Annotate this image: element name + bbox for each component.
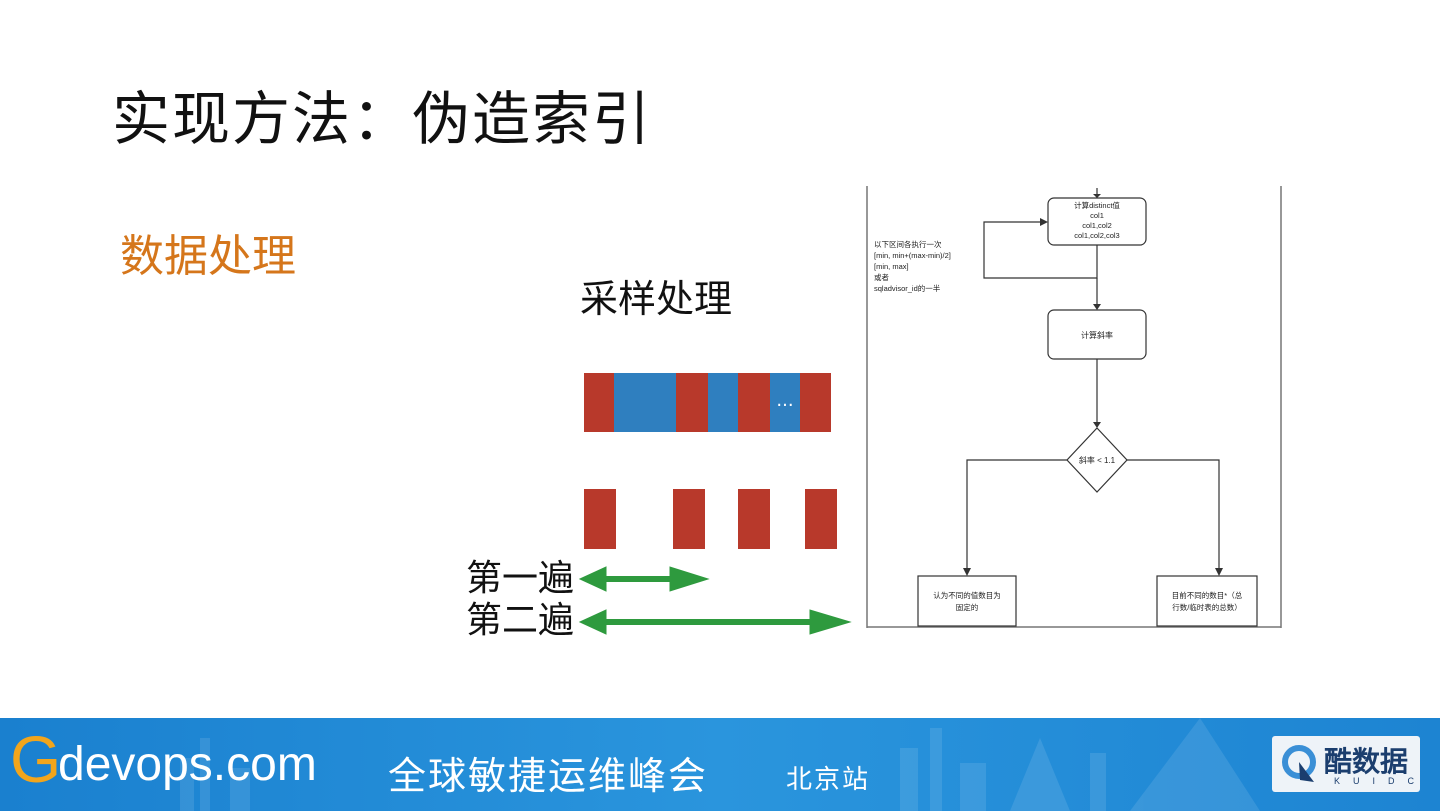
strip-segment-red [676, 373, 708, 432]
distinct-box-line: col1,col2 [1082, 221, 1112, 230]
pass-arrows [578, 566, 852, 635]
estimate-box [1156, 575, 1258, 627]
distinct-box-line: 计算distinct值 [1074, 200, 1120, 210]
second-pass-arrow [578, 609, 852, 635]
second-pass-label: 第二遍 [466, 600, 575, 641]
decision-diamond [1066, 427, 1128, 493]
strip-segment-red [738, 373, 770, 432]
fixed-count-line: 认为不同的值数目为 [933, 590, 1001, 600]
strip-ellipsis: ... [776, 390, 794, 411]
sampled-block [738, 489, 770, 549]
loop-note-line: sqladvisor_id的一半 [874, 283, 941, 293]
strip-segment-red [584, 373, 614, 432]
fixed-count-line: 固定的 [956, 602, 979, 612]
summit-city: 北京站 [786, 765, 871, 795]
estimate-line: 目前不同的数目*（总 [1172, 590, 1243, 600]
kuidc-logo-icon [1282, 745, 1316, 782]
kuidc-brand-name: 酷数据 [1324, 745, 1409, 778]
first-pass-label: 第一遍 [466, 558, 575, 599]
summit-name: 全球敏捷运维峰会 [388, 754, 709, 798]
loop-note-line: 以下区间各执行一次 [874, 239, 942, 249]
first-pass-arrow [578, 566, 710, 592]
sampled-block [673, 489, 705, 549]
gdevops-logo-g: G [10, 722, 62, 796]
kuidc-brand-sub: KUIDC [1334, 776, 1428, 786]
distinct-box-line: col1,col2,col3 [1074, 231, 1119, 240]
loop-arrow [983, 221, 1098, 279]
strip-segment-blue [708, 373, 738, 432]
loop-note-line: [min, max] [874, 262, 909, 271]
sampled-block [584, 489, 616, 549]
yes-branch-line [966, 459, 1067, 570]
no-branch-line [1127, 459, 1220, 570]
distinct-box-line: col1 [1090, 211, 1104, 220]
loop-note-line: 或者 [874, 272, 889, 282]
loop-note-line: [min, min+(max-min)/2] [874, 251, 951, 260]
decision-label: 斜率 < 1.1 [1079, 455, 1116, 465]
skyline-background [180, 718, 1260, 811]
fixed-count-box [917, 575, 1017, 627]
sampled-block [805, 489, 837, 549]
section-heading: 数据处理 [120, 231, 296, 282]
footer-banner: G devops.com 全球敏捷运维峰会 北京站 酷数据 KUIDC [0, 718, 1440, 811]
sampling-label: 采样处理 [580, 277, 733, 321]
slide-title: 实现方法：伪造索引 [112, 85, 653, 153]
estimate-line: 行数/临时表的总数） [1172, 602, 1242, 612]
strip-segment-blue [614, 373, 676, 432]
strip-segment-red [800, 373, 831, 432]
flowchart-frame [866, 186, 1282, 628]
slope-box-label: 计算斜率 [1081, 330, 1113, 340]
flowchart: 计算distinct值 col1 col1,col2 col1,col2,col… [866, 186, 1282, 628]
strip-segment-blue [770, 373, 800, 432]
gdevops-logo-text: devops.com [58, 738, 317, 791]
kuidc-watermark: 酷数据 KUIDC [1272, 736, 1420, 792]
